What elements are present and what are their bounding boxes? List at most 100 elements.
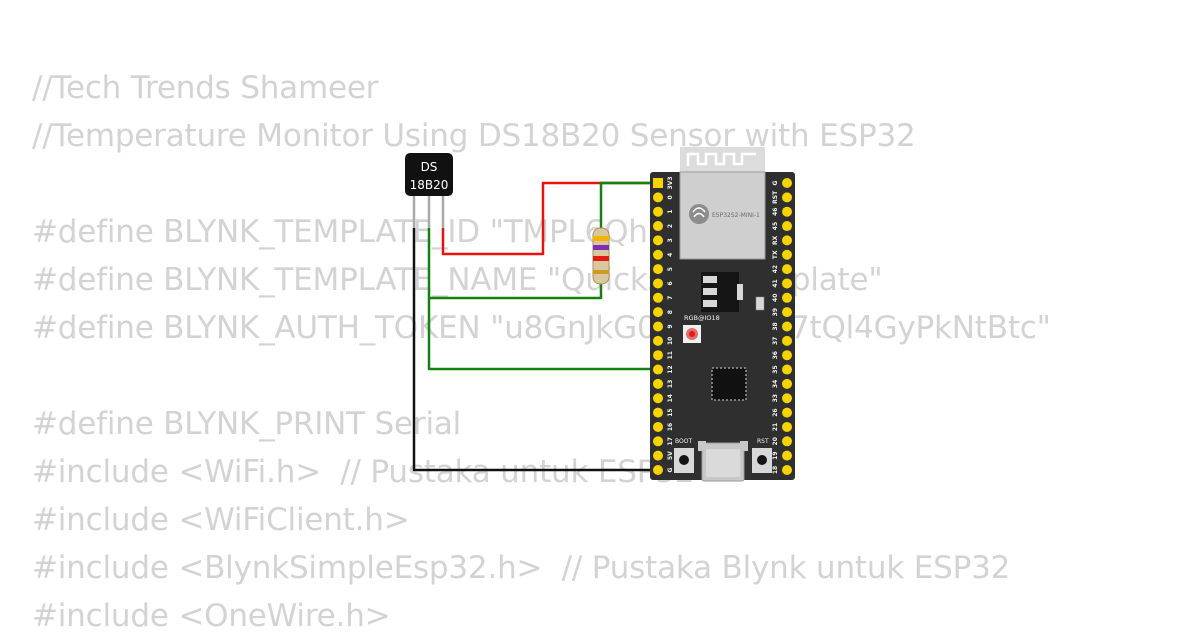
- pin-label: 38: [772, 322, 779, 330]
- regulator-tab: [737, 284, 743, 300]
- pin-right-37[interactable]: [782, 335, 792, 346]
- pin-right-G[interactable]: [782, 178, 792, 188]
- pin-label: G: [667, 467, 674, 472]
- pin-right-20[interactable]: [782, 436, 792, 447]
- pin-label: 6: [667, 281, 674, 285]
- main-chip-die: [716, 372, 742, 396]
- pin-left-9[interactable]: [653, 321, 663, 332]
- wire-gnd[interactable]: [412, 228, 658, 472]
- pin-right-45[interactable]: [782, 221, 792, 232]
- antenna-trace: [686, 152, 756, 166]
- pin-label: 34: [772, 380, 779, 388]
- pullup-resistor[interactable]: [592, 227, 610, 285]
- sensor-body: [405, 153, 453, 196]
- pin-left-6[interactable]: [653, 278, 663, 289]
- regulator-pin: [703, 300, 717, 307]
- reset-button-cap: [757, 455, 767, 465]
- regulator-pin: [703, 288, 717, 295]
- pin-label: 35: [772, 365, 779, 373]
- pin-right-36[interactable]: [782, 350, 792, 361]
- pin-label: 1: [667, 210, 674, 214]
- pin-right-46[interactable]: [782, 206, 792, 217]
- pin-right-RST[interactable]: [782, 192, 792, 203]
- regulator-pin: [703, 276, 717, 283]
- pin-label: 17: [667, 437, 674, 445]
- pin-label: 18: [772, 466, 779, 474]
- boot-label: BOOT: [675, 438, 692, 445]
- wire-data-resistor[interactable]: [427, 228, 603, 300]
- pin-label: 9: [667, 324, 674, 328]
- module-label: ESP32S2-MINI-1: [712, 212, 760, 219]
- pin-label: RST: [772, 190, 779, 204]
- pin-left-10[interactable]: [653, 335, 663, 346]
- pin-left-2[interactable]: [653, 221, 663, 232]
- pin-right-35[interactable]: [782, 364, 792, 375]
- wire-data-gpio[interactable]: [427, 298, 658, 371]
- resistor-band: [593, 236, 609, 241]
- pin-left-16[interactable]: [653, 421, 663, 432]
- pin-label: 15: [667, 408, 674, 416]
- pin-right-38[interactable]: [782, 321, 792, 332]
- pin-label: 13: [667, 380, 674, 388]
- pin-right-19[interactable]: [782, 450, 792, 461]
- pin-label: G: [772, 180, 779, 185]
- pin-left-17[interactable]: [653, 436, 663, 447]
- pin-label: 41: [772, 279, 779, 287]
- pin-left-4[interactable]: [653, 249, 663, 260]
- pin-label: 40: [772, 294, 779, 302]
- pin-right-21[interactable]: [782, 421, 792, 432]
- pin-label: 19: [772, 451, 779, 459]
- pin-label: 14: [667, 394, 674, 402]
- pin-left-0[interactable]: [653, 192, 663, 203]
- pin-left-G[interactable]: [653, 465, 663, 475]
- pin-left-12[interactable]: [653, 364, 663, 375]
- pin-right-26[interactable]: [782, 407, 792, 418]
- pin-left-7[interactable]: [653, 292, 663, 303]
- code-line: #define BLYNK_PRINT Serial: [32, 406, 462, 442]
- pin-label: 10: [667, 337, 674, 345]
- pin-left-5V[interactable]: [653, 450, 663, 461]
- code-line: #include <WiFiClient.h>: [32, 502, 410, 538]
- pin-label: 20: [772, 437, 779, 445]
- wires: [412, 181, 658, 472]
- resistor-band: [593, 270, 609, 274]
- wire-resistor-3v3[interactable]: [599, 181, 658, 230]
- code-line: //Tech Trends Shameer: [32, 70, 379, 106]
- pin-left-1[interactable]: [653, 206, 663, 217]
- esp32-board[interactable]: ESP32S2-MINI-1 RGB@IO18 BOOT RST 3V30123…: [650, 147, 795, 482]
- pin-left-3[interactable]: [653, 235, 663, 246]
- pin-label: 5V: [667, 451, 674, 460]
- pin-right-41[interactable]: [782, 278, 792, 289]
- pin-label: TX: [772, 250, 779, 259]
- pin-left-13[interactable]: [653, 378, 663, 389]
- pin-label: 26: [772, 408, 779, 416]
- pin-right-42[interactable]: [782, 264, 792, 275]
- pin-label: 33: [772, 394, 779, 402]
- usb-shield: [698, 441, 706, 451]
- pin-label: 0: [667, 195, 674, 199]
- pin-label: 4: [667, 253, 674, 257]
- pin-label: 12: [667, 365, 674, 373]
- pin-right-TX[interactable]: [782, 249, 792, 260]
- boot-button-cap: [679, 455, 689, 465]
- pin-right-33[interactable]: [782, 393, 792, 404]
- pin-right-39[interactable]: [782, 307, 792, 318]
- pin-left-14[interactable]: [653, 393, 663, 404]
- pin-left-15[interactable]: [653, 407, 663, 418]
- pin-right-34[interactable]: [782, 378, 792, 389]
- pin-right-18[interactable]: [782, 465, 792, 475]
- pin-left-3V3[interactable]: [653, 178, 663, 188]
- resistor-band: [593, 245, 609, 250]
- ds18b20-sensor[interactable]: DS 18B20: [405, 153, 453, 228]
- pin-right-RX[interactable]: [782, 235, 792, 246]
- pin-label: 37: [772, 337, 779, 345]
- pin-left-8[interactable]: [653, 307, 663, 318]
- usb-shield: [740, 441, 748, 451]
- pin-label: 3V3: [667, 177, 674, 190]
- pin-left-5[interactable]: [653, 264, 663, 275]
- wire-3v3[interactable]: [441, 181, 658, 256]
- pin-right-40[interactable]: [782, 292, 792, 303]
- code-line: #include <BlynkSimpleEsp32.h> // Pustaka…: [32, 550, 1011, 586]
- pin-left-11[interactable]: [653, 350, 663, 361]
